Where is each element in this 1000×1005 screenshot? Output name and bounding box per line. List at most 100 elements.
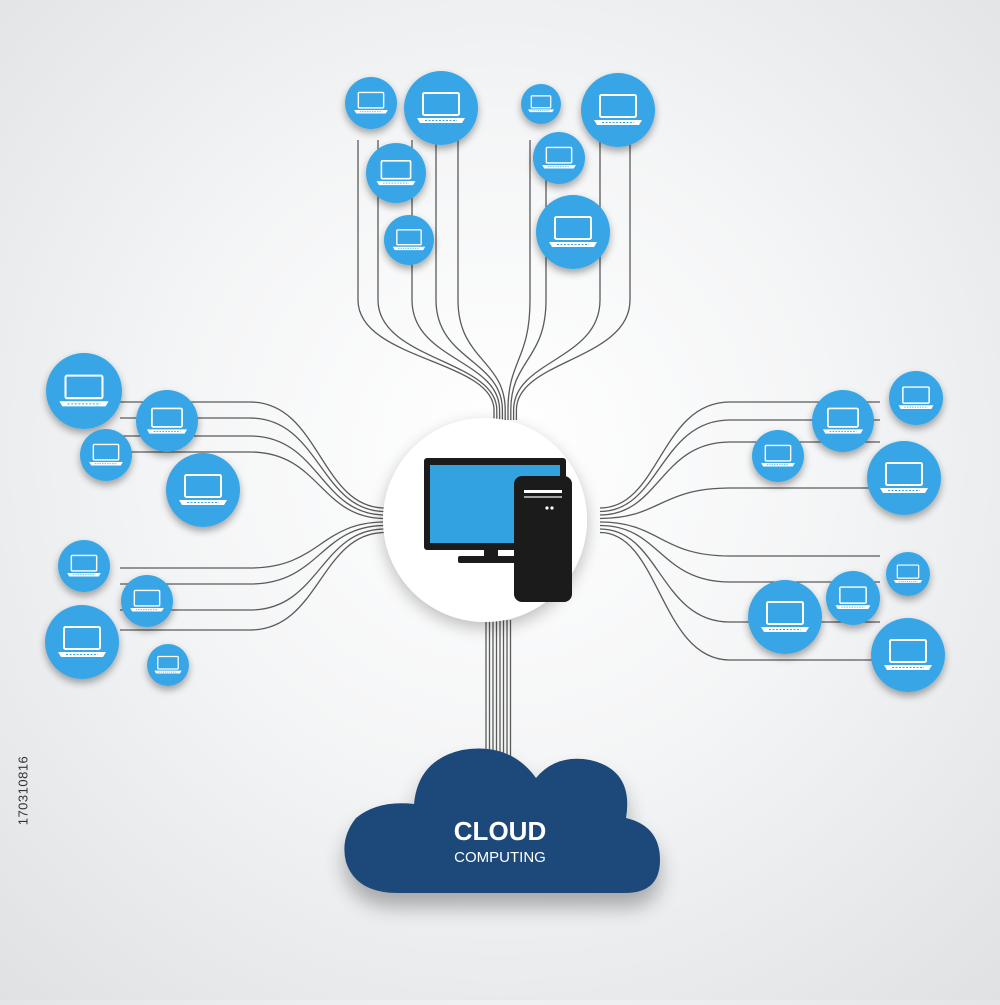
laptop-node [889,371,943,425]
laptop-node [871,618,945,692]
laptop-icon [392,229,426,251]
laptop-screen [839,586,867,604]
laptop-icon [58,626,106,657]
connector-line [435,140,504,420]
laptop-icon [898,386,934,409]
connector-line [599,487,880,520]
connector-line [411,140,501,420]
node-circle [748,580,822,654]
connector-line [599,401,880,509]
laptop-node [581,73,655,147]
laptop-icon [761,601,809,632]
connector-line [507,140,531,420]
laptop-screen [70,554,98,572]
node-circle [45,605,119,679]
node-circle [80,429,132,481]
connector-line [377,140,498,420]
node-circle [58,540,110,592]
connector-line [120,528,386,611]
laptop-icon [89,443,123,466]
pc-tower [514,476,572,602]
laptop-icon [594,94,642,125]
connector-line [599,419,880,513]
laptop-screen [885,462,923,486]
connector-line [120,521,386,569]
node-circle [121,575,173,627]
laptop-node [80,429,132,481]
laptop-node [45,605,119,679]
laptop-screen [157,655,179,670]
laptop-screen [766,601,804,625]
laptop-node [58,540,110,592]
laptop-icon [549,216,597,247]
laptop-screen [151,407,183,428]
monitor-base [458,556,522,563]
laptop-screen [184,474,222,498]
laptop-screen [357,91,385,109]
laptop-screen [599,94,637,118]
laptop-node [384,215,434,265]
connector-line [599,531,880,661]
watermark-id: 170310816 [14,600,32,980]
connector-line [357,140,495,420]
connector-line [457,140,506,420]
laptop-screen [554,216,592,240]
desktop-computer-icon [424,458,572,602]
node-circle [581,73,655,147]
laptop-screen [889,639,927,663]
node-circle [867,441,941,515]
laptop-node [136,390,198,452]
hub [383,418,587,622]
node-circle [366,143,426,203]
laptop-icon [542,146,576,169]
connector-line [120,531,386,631]
laptop-screen [902,386,930,404]
laptop-screen [827,407,859,428]
laptop-screen [133,589,161,607]
laptop-screen [530,95,552,109]
connector-line [599,524,880,583]
node-circle [536,195,610,269]
laptop-node [46,353,122,429]
laptop-node [166,453,240,527]
cloud-shape [344,748,660,893]
node-circle [136,390,198,452]
laptop-screen [92,443,120,461]
laptop-node [521,84,561,124]
connector-line [599,521,880,557]
cloud: CLOUD COMPUTING [344,748,660,893]
laptop-node [886,552,930,596]
laptop-node [121,575,173,627]
laptop-screen [63,626,101,650]
connector-line [599,441,880,516]
node-circle [147,644,189,686]
laptop-icon [761,444,795,467]
laptop-screen [896,564,920,579]
laptop-icon [146,407,188,434]
node-circle [521,84,561,124]
laptop-screen [764,444,792,462]
laptop-node [345,77,397,129]
laptop-icon [59,374,109,407]
laptop-screen [422,92,460,116]
node-circle [752,430,804,482]
connector-line [120,401,386,509]
connector-line [510,140,547,420]
node-circle [889,371,943,425]
laptop-icon [835,586,871,609]
laptop-screen [380,160,412,180]
node-circle [46,353,122,429]
laptop-screen [396,229,422,246]
node-circle [812,390,874,452]
monitor-neck [484,550,498,558]
connector-line [120,435,386,516]
tower-drive-1 [524,490,562,493]
connector-line [515,140,631,420]
node-circle [345,77,397,129]
laptop-node [533,132,585,184]
laptop-icon [376,160,416,186]
laptop-icon [884,639,932,670]
node-circle [384,215,434,265]
laptop-node [147,644,189,686]
